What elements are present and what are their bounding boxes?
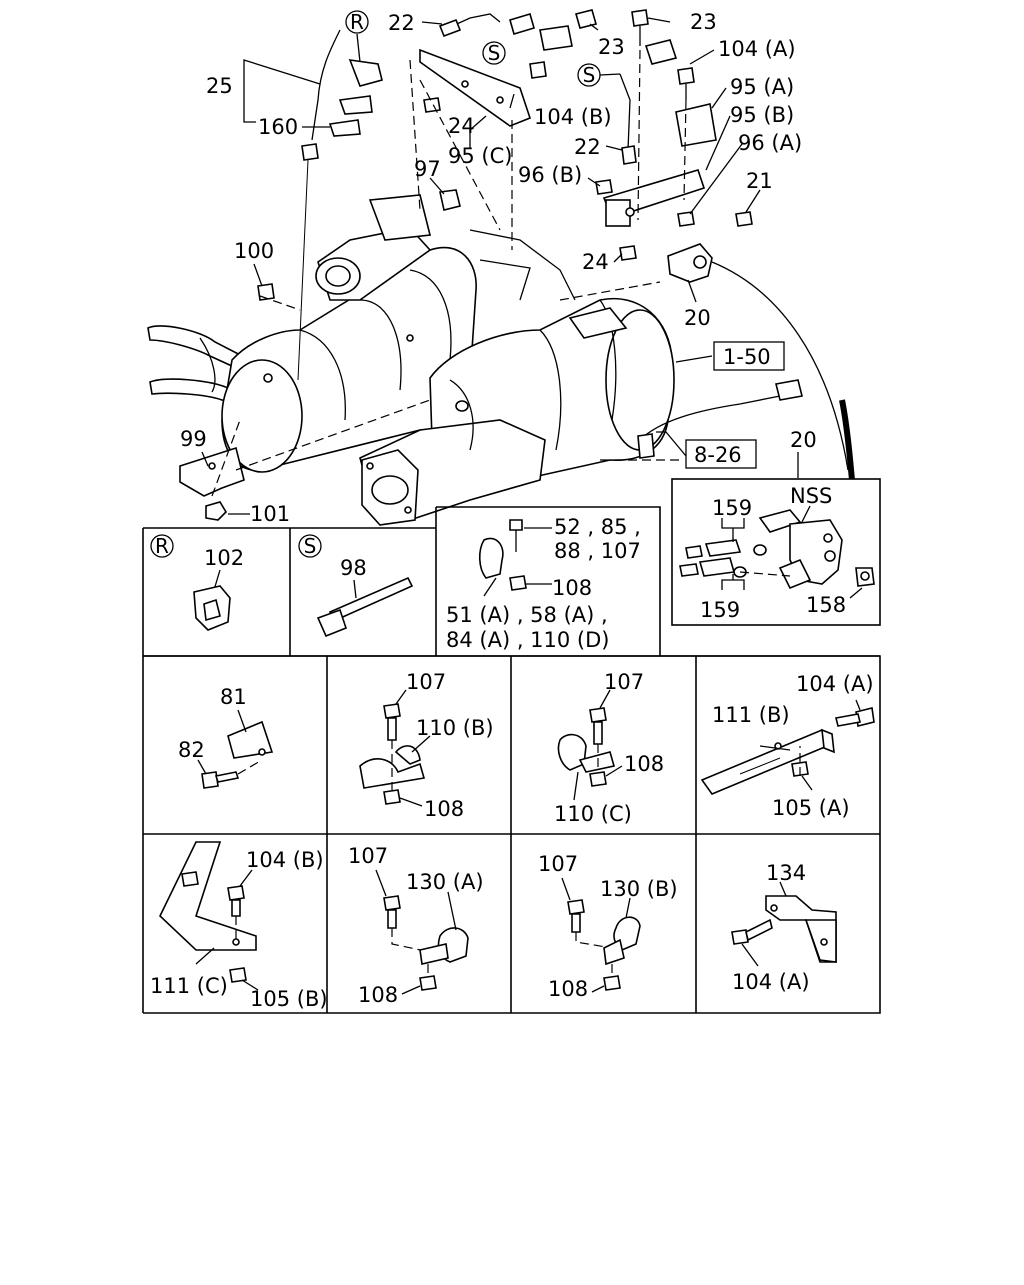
- inlet-pipe-upper: [315, 194, 432, 301]
- nss-label-159-top: 159: [712, 496, 752, 520]
- label-101: 101: [250, 502, 290, 526]
- nss-valve-20: [667, 243, 855, 481]
- nut-101: [205, 501, 228, 521]
- label-20-nss: 20: [790, 428, 817, 452]
- label-8-26: 8-26: [694, 443, 742, 467]
- label-20-valve: 20: [684, 306, 711, 330]
- panel-s: S 98: [298, 534, 414, 638]
- label-1-50: 1-50: [723, 345, 771, 369]
- label-96a: 96 (A): [738, 131, 802, 155]
- cell2-label-110b: 110 (B): [416, 716, 494, 740]
- s-marker-circle-1: S: [482, 41, 506, 65]
- bracket-95c: [419, 48, 576, 301]
- r-marker-circle: R: [345, 10, 369, 63]
- cell-134: 134 104 (A): [731, 861, 837, 994]
- r-marker-label: R: [350, 10, 364, 34]
- label-104a-top: 104 (A): [718, 37, 796, 61]
- nss-label-158: 158: [806, 593, 846, 617]
- leader-dashes: [211, 49, 687, 497]
- label-24-upper: 24: [448, 114, 475, 138]
- nss-label-159-bottom: 159: [700, 598, 740, 622]
- cell5-label-105b: 105 (B): [250, 987, 328, 1011]
- label-25: 25: [206, 74, 233, 98]
- label-22-lower: 22: [574, 135, 601, 159]
- outlet-pipe-lower: [359, 379, 546, 526]
- sensor-22-upper: [438, 13, 573, 51]
- cell-81-82: 81 82: [178, 685, 274, 789]
- cell3-label-107: 107: [604, 670, 644, 694]
- label-95b: 95 (B): [730, 103, 794, 127]
- cell3-label-110c: 110 (C): [554, 802, 632, 826]
- label-24-lower: 24: [582, 250, 609, 274]
- cell2-label-108: 108: [424, 797, 464, 821]
- label-96b: 96 (B): [518, 163, 582, 187]
- cell5-label-111c: 111 (C): [150, 974, 228, 998]
- bracket-95ab: [602, 103, 717, 227]
- clamp-parts-line2: 84 (A) , 110 (D): [446, 628, 610, 652]
- s-marker-label-1: S: [488, 41, 501, 65]
- label-95a: 95 (A): [730, 75, 794, 99]
- label-99: 99: [180, 427, 207, 451]
- label-97: 97: [414, 157, 441, 181]
- cell6-label-130a: 130 (A): [406, 870, 484, 894]
- main-assembly: R S S 22 23 23 104 (A) 25 160 24 104 (B)…: [147, 9, 855, 526]
- label-23-left: 23: [598, 35, 625, 59]
- cell5-label-104b: 104 (B): [246, 848, 324, 872]
- clamp-bolts-line2: 88 , 107: [554, 539, 641, 563]
- nss-inset-title: NSS: [790, 484, 832, 508]
- cell4-label-104a: 104 (A): [796, 672, 874, 696]
- panel-s-mark: S: [304, 534, 317, 558]
- cell8-label-134: 134: [766, 861, 806, 885]
- label-100: 100: [234, 239, 274, 263]
- cell1-label-81: 81: [220, 685, 247, 709]
- ref-box-8-26: [685, 439, 757, 469]
- panel-s-label-98: 98: [340, 556, 367, 580]
- cell6-label-107: 107: [348, 844, 388, 868]
- label-22-upper: 22: [388, 11, 415, 35]
- cell4-label-111b: 111 (B): [712, 703, 790, 727]
- cell1-label-82: 82: [178, 738, 205, 762]
- cell-107-110b: 107 110 (B) 108: [359, 670, 494, 821]
- cell7-label-108: 108: [548, 977, 588, 1001]
- ref-box-1-50: [713, 341, 785, 371]
- cell-111c: 104 (B) 111 (C) 105 (B): [150, 841, 328, 1011]
- detail-grid: [143, 655, 881, 1014]
- cell7-label-107: 107: [538, 852, 578, 876]
- cell-130b: 107 130 (B) 108: [538, 852, 678, 1001]
- sensor-harness-25: [297, 29, 383, 381]
- cell8-label-104a: 104 (A): [732, 970, 810, 994]
- clamp-parts-line1: 51 (A) , 58 (A) ,: [446, 603, 608, 627]
- s-marker-circle-2: S: [577, 63, 621, 87]
- nss-inset: NSS 159 159 158: [671, 478, 881, 626]
- fasteners: [257, 9, 753, 301]
- label-160: 160: [258, 115, 298, 139]
- cell-111b: 104 (A) 111 (B) 105 (A): [700, 672, 875, 820]
- cell6-label-108: 108: [358, 983, 398, 1007]
- label-95c: 95 (C): [448, 144, 512, 168]
- nss-inset-frame: [671, 478, 881, 626]
- label-23-right: 23: [690, 10, 717, 34]
- bracket-99: [179, 446, 245, 497]
- label-21: 21: [746, 169, 773, 193]
- panel-r: R 102: [150, 534, 244, 631]
- leader-lines: [201, 17, 799, 515]
- cell-107-110c: 107 108 110 (C): [554, 670, 664, 826]
- muffler-left: [221, 246, 477, 473]
- cell2-label-107: 107: [406, 670, 446, 694]
- panel-clamp: 52 , 85 , 88 , 107 108 51 (A) , 58 (A) ,…: [446, 515, 641, 652]
- cell-130a: 107 130 (A) 108: [348, 844, 484, 1007]
- s-marker-label-2: S: [583, 63, 596, 87]
- clamp-nut-108: 108: [552, 576, 592, 600]
- label-104b-top: 104 (B): [534, 105, 612, 129]
- panel-r-mark: R: [155, 534, 169, 558]
- cell4-label-105a: 105 (A): [772, 796, 850, 820]
- panel-r-label-102: 102: [204, 546, 244, 570]
- cell7-label-130b: 130 (B): [600, 877, 678, 901]
- cell3-label-108: 108: [624, 752, 664, 776]
- clamp-bolts-line1: 52 , 85 ,: [554, 515, 641, 539]
- sensor-22-lower: [619, 39, 678, 165]
- harness-8-26: [637, 379, 803, 459]
